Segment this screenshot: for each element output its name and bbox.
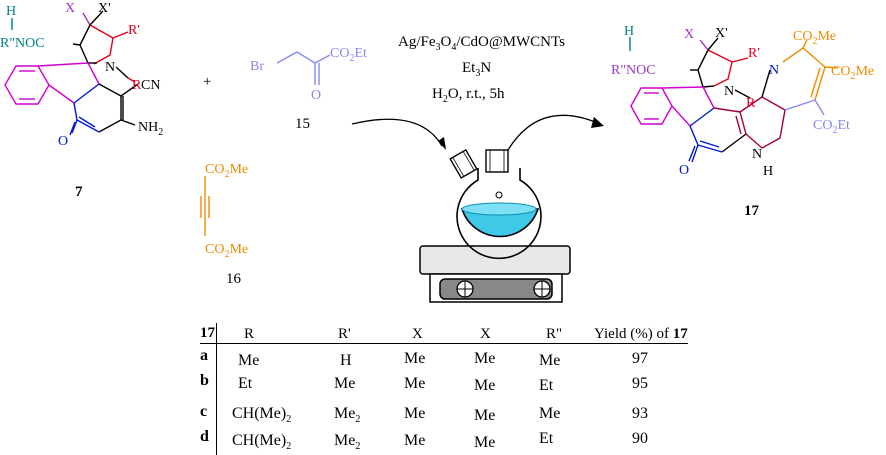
row-a-X2: Me [474,350,496,367]
row-c-X2: Me [474,407,496,424]
compound-16-structure [200,176,210,236]
flask-liquid [460,208,540,238]
row-a-id: a [200,347,208,364]
table-header-X2: X [480,326,491,342]
row-d-id: d [200,428,209,445]
row-b-X1: Me [404,375,426,392]
row-c-R: CH(Me)2 [232,405,292,426]
row-b-X2: Me [474,377,496,394]
flask-outline [456,168,542,260]
c17-N-pyridine: N [769,63,779,78]
arrow-into-flask [351,118,443,147]
row-d-X1: Me [404,432,426,449]
row-d-R: CH(Me)2 [232,432,292,453]
c15-O: O [311,88,321,103]
arrow-out-of-flask [507,114,601,151]
c7-X: X [65,1,75,16]
c15-Br: Br [250,59,264,74]
row-d-X2: Me [474,434,496,451]
row-a-Rp: H [340,352,352,369]
c17-amide: R"NOC [611,63,656,78]
flask-illustration [419,148,571,303]
table-side-rule [216,323,217,455]
row-a-X1: Me [404,350,426,367]
flask-neck-side [449,148,478,179]
c17-N-pyrrolidine: N [724,84,734,99]
table-header-R: R [244,326,255,342]
solvent-label: H2O, r.t., 5h [432,86,505,105]
compound-16-atom-labels: CO2Me CO2Me 16 [205,162,248,287]
row-a-Rpp: Me [539,352,561,369]
table-header-rule [200,343,688,344]
compound-17-number: 17 [744,203,760,219]
compound-7-structure [4,10,139,136]
compound-15-number: 15 [295,116,310,132]
c7-CN: CN [141,78,160,93]
c7-O: O [58,134,68,149]
row-c-Rp: Me2 [334,405,361,426]
row-c-yield: 93 [632,405,648,422]
c7-N: N [105,60,115,75]
compound-17-atom-labels: H R"NOC X X' R' N R N CO2Me CO2Me CO2Et … [611,24,874,219]
hot-plate-top [419,245,571,275]
row-d-yield: 90 [632,430,648,447]
catalyst-label: Ag/Fe3O4/CdO@MWCNTs [398,34,565,53]
row-d-Rpp: Et [539,430,554,447]
row-b-Rp: Me [334,375,356,392]
reaction-arrows [351,114,604,151]
c17-NH-H: H [763,164,773,179]
c7-NH2: NH2 [138,120,163,138]
c17-ester3: CO2Et [813,118,850,136]
c7-Rp: R' [128,23,140,38]
row-c-X1: Me [404,405,426,422]
table-header-X1: X [412,326,423,342]
c7-H: H [6,4,16,19]
row-b-yield: 95 [632,375,648,392]
c16-top-ester: CO2Me [205,162,248,180]
reaction-conditions: Ag/Fe3O4/CdO@MWCNTs Et3N H2O, r.t., 5h [398,34,565,105]
compound-16-number: 16 [226,271,242,287]
c17-NH-N: N [752,147,762,162]
stir-bar [495,191,503,199]
c16-bottom-ester: CO2Me [205,242,248,260]
c17-O: O [679,163,689,178]
row-b-R: Et [238,375,253,392]
table-header-yield: Yield (%) of 17 [594,326,688,342]
compound-7-atom-labels: H R"NOC X X' R' N R CN O NH2 7 [0,1,163,200]
c7-amide: R"NOC [0,36,45,51]
c17-Rp: R' [748,46,760,61]
table-header-Rp: R' [338,326,351,342]
row-a-yield: 97 [632,350,648,367]
base-label: Et3N [462,60,491,79]
row-b-id: b [200,372,209,389]
c7-R: R [132,78,142,93]
c7-Xp: X' [98,1,111,16]
c15-CO2Et: CO2Et [330,46,367,64]
plus-sign: + [203,74,211,90]
compound-7-number: 7 [75,184,83,200]
c17-H: H [624,24,634,39]
flask-neck-center [485,149,509,173]
c17-ester2: CO2Me [831,64,874,82]
c17-R: R [746,96,756,111]
c17-X: X [684,27,694,42]
compound-17-structure [629,37,839,163]
row-b-Rpp: Et [539,377,554,394]
compound-15-atom-labels: Br CO2Et O 15 [250,46,367,132]
row-c-id: c [200,403,208,420]
table-header-Rpp: R" [546,326,563,342]
c17-Xp: X' [715,26,728,41]
c17-ester1: CO2Me [793,29,836,47]
compound-15-structure [276,51,331,85]
table-header-compound: 17 [200,325,215,341]
row-a-R: Me [238,352,260,369]
row-d-Rp: Me2 [334,432,361,453]
row-c-Rpp: Me [539,405,561,422]
